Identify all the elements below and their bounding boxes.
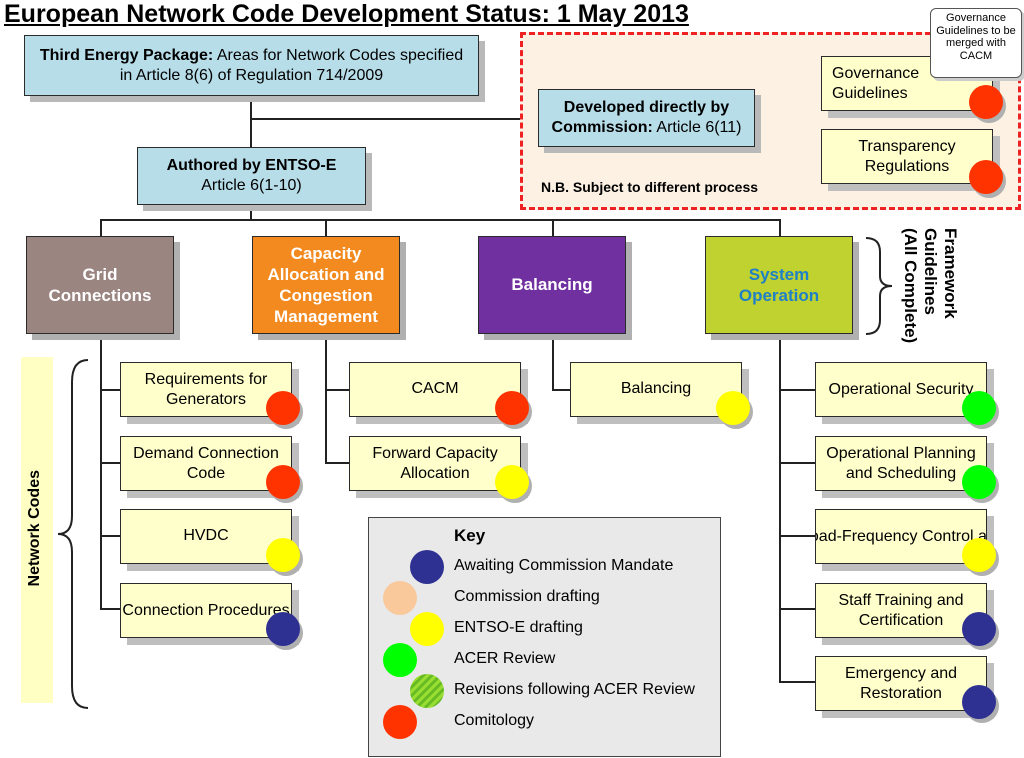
code-requirements-for-generators: Requirements for Generators — [120, 362, 292, 417]
framework-line-3: (All Complete) — [901, 228, 920, 344]
code-label: Demand Connection Code — [133, 444, 279, 482]
category-grid-connections: Grid Connections — [26, 236, 174, 334]
framework-line-1: Framework — [941, 228, 960, 319]
status-dot-connection-procedures — [266, 612, 300, 646]
status-dot-demand-connection — [266, 465, 300, 499]
commission-box: Developed directly by Commission: Articl… — [538, 89, 755, 147]
status-dot-requirements-for-generators — [266, 391, 300, 425]
code-operational-planning: Operational Planning and Scheduling — [815, 436, 987, 491]
code-forward-capacity-allocation: Forward Capacity Allocation — [349, 436, 521, 491]
legend-label: Comitology — [454, 712, 535, 729]
entsoe-title: Authored by ENTSO-E — [166, 157, 337, 174]
framework-brace — [865, 237, 893, 335]
network-codes-brace — [57, 359, 89, 709]
code-label: HVDC — [183, 527, 229, 544]
code-label: Connection Procedures — [122, 601, 290, 619]
code-label: Operational Security — [828, 380, 974, 398]
governance-label: Governance Guidelines — [832, 64, 920, 102]
legend-label: ACER Review — [454, 650, 556, 667]
code-label: Requirements for Generators — [144, 370, 268, 408]
code-hvdc: HVDC — [120, 509, 292, 564]
code-label: Balancing — [620, 380, 692, 397]
legend-label: Awaiting Commission Mandate — [454, 557, 674, 574]
legend-key: Key Awaiting Commission Mandate Commissi… — [368, 517, 721, 757]
status-dot-transparency — [969, 160, 1003, 194]
framework-line-2: Guidelines — [921, 228, 940, 315]
entsoe-box: Authored by ENTSO-E Article 6(1-10) — [137, 147, 366, 205]
status-dot-governance — [969, 85, 1003, 119]
code-demand-connection: Demand Connection Code — [120, 436, 292, 491]
legend-label: Revisions following ACER Review — [454, 681, 695, 698]
code-label: Operational Planning and Scheduling — [826, 444, 976, 482]
legend-label: Commission drafting — [454, 588, 600, 605]
header-bold: Third Energy Package: — [39, 46, 214, 64]
commission-title: Developed directly by — [563, 99, 730, 116]
legend-dot-acer-review — [383, 643, 417, 677]
code-label: Staff Training and Certification — [838, 591, 964, 629]
status-dot-staff-training — [962, 612, 996, 646]
status-dot-hvdc — [266, 538, 300, 572]
code-connection-procedures: Connection Procedures — [120, 583, 292, 638]
code-label: Emergency and Restoration — [844, 664, 958, 702]
legend-dot-revisions — [410, 674, 444, 708]
status-dot-cacm — [495, 391, 529, 425]
code-emergency-restoration: Emergency and Restoration — [815, 656, 987, 711]
legend-dot-awaiting-mandate — [410, 550, 444, 584]
code-label: Forward Capacity Allocation — [372, 444, 498, 482]
transparency-label: Transparency Regulations — [858, 137, 956, 175]
legend-dot-commission-drafting — [383, 581, 417, 615]
commission-article: Article 6(11) — [652, 119, 742, 136]
status-dot-emergency — [962, 685, 996, 719]
network-codes-label-bg — [21, 357, 53, 703]
category-balancing: Balancing — [478, 236, 626, 334]
cacm-merge-callout: Governance Guidelines to be merged with … — [930, 8, 1022, 78]
header-text: Areas for Network Codes specified in Art… — [119, 46, 464, 84]
legend-dot-entsoe-drafting — [410, 612, 444, 646]
entsoe-article: Article 6(1-10) — [201, 177, 302, 194]
status-dot-operational-security — [962, 391, 996, 425]
commission-note: N.B. Subject to different process — [541, 179, 759, 195]
legend-title: Key — [454, 526, 486, 545]
framework-guidelines-label: Framework Guidelines (All Complete) — [900, 228, 960, 343]
code-cacm: CACM — [349, 362, 521, 417]
code-label: CACM — [411, 380, 459, 397]
commission-label: Commission: — [551, 119, 653, 136]
code-label: Load-Frequency Control and Reserves — [816, 527, 987, 545]
code-balancing: Balancing — [570, 362, 742, 417]
status-dot-forward-capacity — [495, 465, 529, 499]
third-energy-package-box: Third Energy Package: Areas for Network … — [24, 35, 479, 96]
category-system-operation: System Operation — [705, 236, 853, 334]
code-operational-security: Operational Security — [815, 362, 987, 417]
code-staff-training: Staff Training and Certification — [815, 583, 987, 638]
page-title: European Network Code Development Status… — [4, 0, 689, 28]
governance-guidelines-box: Governance Guidelines — [821, 56, 993, 111]
code-load-frequency-control: Load-Frequency Control and Reserves — [815, 509, 987, 564]
network-codes-label: Network Codes — [26, 470, 43, 587]
status-dot-balancing — [716, 391, 750, 425]
category-capacity-allocation: Capacity Allocation and Congestion Manag… — [252, 236, 400, 334]
status-dot-operational-planning — [962, 465, 996, 499]
legend-label: ENTSO-E drafting — [454, 619, 583, 636]
transparency-regulations-box: Transparency Regulations — [821, 129, 993, 184]
legend-dot-comitology — [383, 705, 417, 739]
status-dot-load-frequency — [962, 538, 996, 572]
